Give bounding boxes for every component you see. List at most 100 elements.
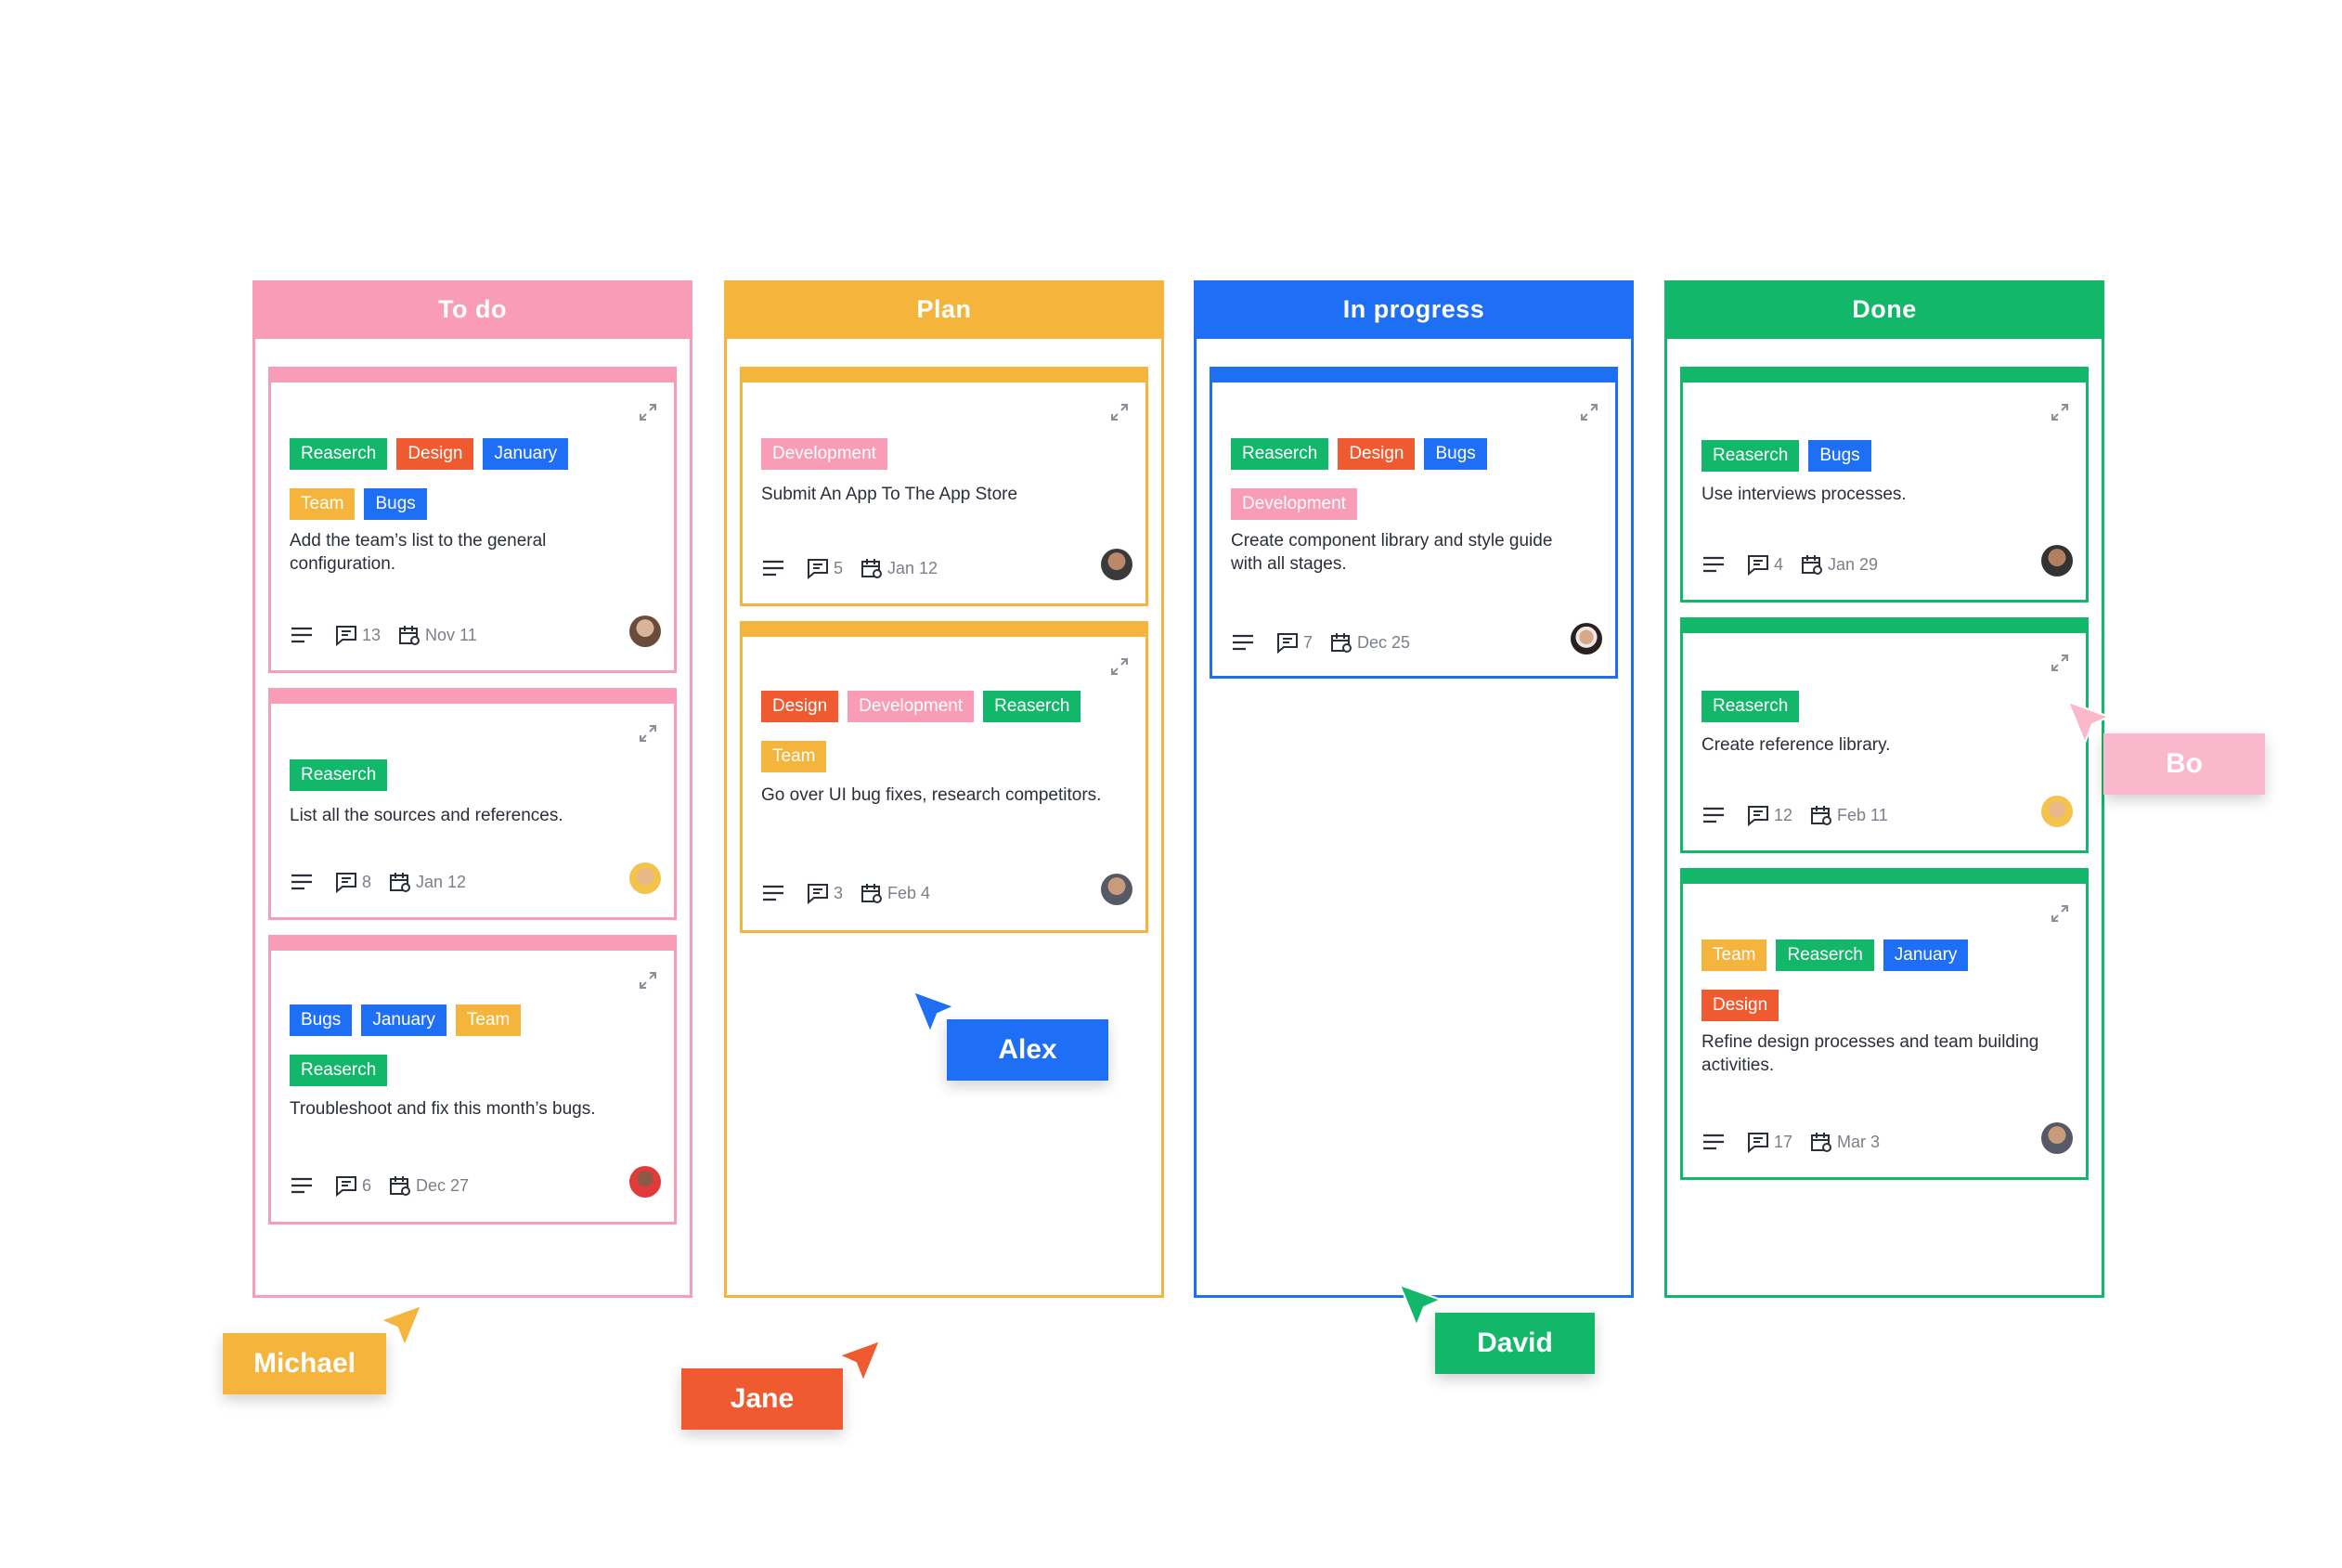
tag-list: Reaserch Design January Team Bugs — [290, 438, 655, 520]
task-card[interactable]: Reaserch Create reference library. 12 Fe… — [1680, 617, 2089, 853]
collaborator-name: Michael — [252, 1348, 356, 1379]
avatar[interactable] — [1571, 623, 1602, 654]
tag-january[interactable]: January — [1883, 940, 1969, 971]
comment-count: 13 — [362, 625, 382, 644]
cursor-pointer-icon — [912, 990, 957, 1035]
column-header[interactable]: Plan — [724, 280, 1164, 339]
avatar[interactable] — [629, 616, 661, 647]
tag-design[interactable]: Design — [1338, 438, 1416, 470]
tag-research[interactable]: Reaserch — [983, 691, 1081, 722]
collaborator-label: David — [1435, 1313, 1595, 1374]
tag-list: Reaserch Bugs — [1702, 440, 2067, 472]
description-icon — [291, 874, 312, 890]
column-header[interactable]: Done — [1664, 280, 2104, 339]
comment-icon — [336, 873, 356, 893]
card-color-bar — [268, 367, 677, 382]
tag-development[interactable]: Development — [1231, 488, 1357, 520]
tag-design[interactable]: Design — [761, 691, 839, 722]
card-color-bar — [740, 367, 1148, 382]
tag-research[interactable]: Reaserch — [1702, 691, 1800, 722]
card-meta: 4 Jan 29 — [1702, 553, 1895, 576]
tag-research[interactable]: Reaserch — [290, 438, 388, 470]
comment-count: 8 — [362, 872, 372, 891]
tag-list: Reaserch — [290, 759, 655, 791]
task-card[interactable]: Bugs January Team Reaserch Troubleshoot … — [268, 935, 677, 1225]
tag-design[interactable]: Design — [396, 438, 474, 470]
cursor-pointer-icon — [378, 1303, 423, 1349]
avatar[interactable] — [629, 1166, 661, 1198]
tag-team[interactable]: Team — [761, 741, 827, 772]
tag-development[interactable]: Development — [761, 438, 887, 470]
tag-research[interactable]: Reaserch — [290, 1055, 388, 1086]
expand-icon[interactable] — [1580, 403, 1598, 421]
card-meta: 8 Jan 12 — [290, 871, 483, 893]
tag-team[interactable]: Team — [1702, 940, 1767, 971]
tag-bugs[interactable]: Bugs — [290, 1004, 353, 1036]
cursor-pointer-icon — [1398, 1283, 1443, 1328]
card-description: Use interviews processes. — [1702, 485, 1907, 504]
task-card[interactable]: Reaserch Design Bugs Development Create … — [1210, 367, 1618, 679]
column-header[interactable]: In progress — [1194, 280, 1634, 339]
comment-icon — [1748, 806, 1768, 826]
task-card[interactable]: Team Reaserch January Design Refine desi… — [1680, 868, 2089, 1180]
tag-team[interactable]: Team — [290, 488, 356, 520]
tag-research[interactable]: Reaserch — [1776, 940, 1874, 971]
task-card[interactable]: Reaserch Design January Team Bugs Add th… — [268, 367, 677, 673]
task-card[interactable]: Design Development Reaserch Team Go over… — [740, 621, 1148, 933]
tag-bugs[interactable]: Bugs — [364, 488, 427, 520]
column-plan: Plan Development Submit An App To The Ap… — [724, 280, 1164, 1298]
avatar[interactable] — [2041, 545, 2073, 577]
expand-icon[interactable] — [1110, 657, 1129, 676]
comment-count: 5 — [834, 558, 844, 577]
task-card[interactable]: Reaserch List all the sources and refere… — [268, 688, 677, 920]
comment-count: 7 — [1303, 632, 1313, 652]
expand-icon[interactable] — [1110, 403, 1129, 421]
due-date: Mar 3 — [1837, 1132, 1881, 1151]
card-meta: 7 Dec 25 — [1231, 631, 1427, 654]
card-meta: 13 Nov 11 — [290, 624, 494, 646]
tag-research[interactable]: Reaserch — [1702, 440, 1800, 472]
collaborator-name: Jane — [730, 1383, 795, 1414]
expand-icon[interactable] — [2051, 403, 2069, 421]
expand-icon[interactable] — [2051, 904, 2069, 923]
task-card[interactable]: Development Submit An App To The App Sto… — [740, 367, 1148, 606]
tag-development[interactable]: Development — [848, 691, 975, 722]
task-card[interactable]: Reaserch Bugs Use interviews processes. … — [1680, 367, 2089, 603]
avatar[interactable] — [1101, 874, 1132, 905]
column-header[interactable]: To do — [252, 280, 692, 339]
collaborator-name: Alex — [998, 1034, 1057, 1065]
tag-design[interactable]: Design — [1702, 990, 1779, 1021]
tag-bugs[interactable]: Bugs — [1424, 438, 1487, 470]
cursor-pointer-icon — [836, 1339, 882, 1384]
tag-list: Team Reaserch January Design — [1702, 940, 2067, 1021]
tag-january[interactable]: January — [483, 438, 569, 470]
card-color-bar — [740, 621, 1148, 637]
tag-list: Reaserch — [1702, 691, 2067, 722]
avatar[interactable] — [629, 862, 661, 894]
expand-icon[interactable] — [639, 403, 657, 421]
comment-icon — [1748, 555, 1768, 576]
avatar[interactable] — [1101, 549, 1132, 580]
calendar-icon — [1802, 555, 1823, 575]
card-color-bar — [1680, 617, 2089, 633]
card-meta: 6 Dec 27 — [290, 1174, 485, 1197]
avatar[interactable] — [2041, 1122, 2073, 1154]
tag-january[interactable]: January — [361, 1004, 446, 1036]
tag-research[interactable]: Reaserch — [290, 759, 388, 791]
comment-icon — [808, 559, 828, 579]
tag-bugs[interactable]: Bugs — [1808, 440, 1871, 472]
column-title: In progress — [1342, 295, 1485, 323]
avatar[interactable] — [2041, 796, 2073, 827]
expand-icon[interactable] — [2051, 654, 2069, 672]
tag-list: Design Development Reaserch Team — [761, 691, 1127, 772]
comment-count: 12 — [1774, 805, 1793, 824]
expand-icon[interactable] — [639, 724, 657, 743]
tag-team[interactable]: Team — [455, 1004, 522, 1036]
tag-research[interactable]: Reaserch — [1231, 438, 1329, 470]
calendar-icon — [1811, 1133, 1832, 1152]
tag-list: Reaserch Design Bugs Development — [1231, 438, 1597, 520]
due-date: Jan 29 — [1828, 554, 1879, 574]
calendar-icon — [390, 1176, 411, 1196]
card-color-bar — [1680, 367, 2089, 382]
expand-icon[interactable] — [639, 971, 657, 990]
